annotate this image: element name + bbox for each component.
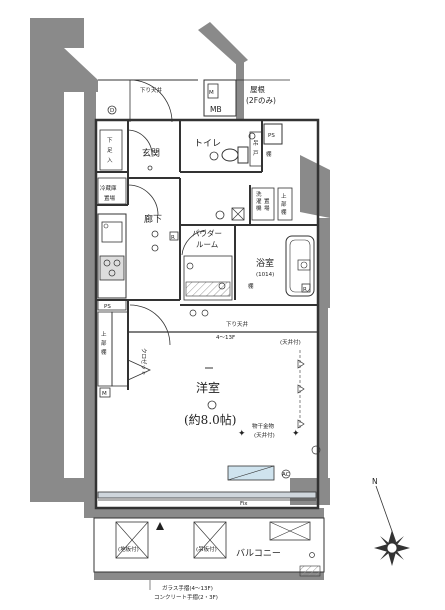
closet (111, 311, 129, 387)
upper-cab-label-3: 棚 (101, 348, 107, 356)
kitchen-counter (97, 213, 127, 299)
upper-cab-label-2: 部 (101, 339, 107, 347)
d-mark-top: D (110, 108, 114, 114)
powder-room: パウダー ルーム 洗 濯 機 置 場 上 部 棚 (181, 187, 293, 301)
bathtub (285, 235, 315, 297)
shoe-box (99, 129, 123, 171)
fridge-label-1: 冷蔵庫 (100, 184, 117, 192)
hanging-cabinet-label-2: 戸 (253, 150, 259, 157)
bathroom: 浴室 (1014) 棚 R (248, 235, 315, 297)
ceiling-down-mid-label: 下り天井 (226, 320, 249, 328)
ps-top-box (263, 123, 283, 145)
room-size-label: (約8.0帖) (184, 412, 236, 427)
upper-shelf-label-1: 上 (281, 192, 287, 200)
toilet-shelf-label: 棚 (266, 150, 272, 158)
sink (101, 221, 123, 243)
drain-marker (156, 522, 164, 530)
window: Fix (97, 491, 317, 507)
outdoor-unit-left-label: (地板付) (118, 545, 139, 553)
shoe-box-label-1: 下 (107, 137, 113, 144)
railing-note-1: ガラス手摺(4〜13F) (162, 584, 213, 592)
bath-label: 浴室 (256, 257, 274, 269)
cooktop (99, 255, 125, 281)
floor-range-label: 4〜13F (216, 335, 235, 341)
r-mark-hall: R (171, 235, 175, 241)
balcony-area (93, 517, 325, 573)
roof-label: 屋根 (250, 84, 265, 94)
outdoor-unit-left (115, 521, 149, 559)
ac-mark: AC (282, 472, 290, 478)
r-mark-bath: R (303, 287, 307, 293)
svg-text:✦: ✦ (292, 429, 300, 439)
balcony-label: バルコニー (236, 548, 281, 559)
upper-cab-label-1: 上 (101, 330, 107, 338)
closet-area: 上 部 棚 クロゼット M (97, 304, 171, 398)
ps-left-label: PS (104, 304, 111, 310)
structure-walls (30, 18, 330, 580)
western-room-label: 洋室 (196, 380, 220, 395)
powder-room-label-1: パウダー (192, 228, 222, 238)
bath-size-label: (1014) (256, 272, 274, 278)
compass: N (372, 477, 410, 566)
washer-space (251, 187, 275, 221)
entrance: 下 足 入 玄関 (99, 129, 160, 171)
ceiling-down-top-label: 下り天井 (140, 86, 163, 94)
m-mark: M (102, 391, 107, 397)
hanging-cabinet (249, 131, 263, 167)
kitchen-hall: 冷蔵庫 置場 廊下 R (97, 177, 179, 299)
washer-label-3: 機 (256, 204, 262, 212)
entrance-label: 玄関 (142, 147, 160, 159)
outdoor-unit-right-label: (吊板付) (196, 545, 217, 553)
toilet-bowl (221, 148, 239, 162)
ceiling-attached-label: (天井付) (280, 338, 301, 346)
fridge-label-2: 置場 (104, 194, 116, 202)
duct-circle (107, 105, 117, 115)
powder-room-label-2: ルーム (196, 240, 218, 249)
roof-note: (2Fのみ) (246, 96, 276, 105)
bath-shelf-label: 棚 (248, 282, 254, 290)
fridge-space (97, 177, 127, 205)
drying-label-1: 物干金物 (252, 422, 275, 430)
upper-shelf-label-3: 棚 (281, 208, 287, 216)
closet-label: クロゼット (140, 348, 148, 376)
interior-walls (94, 118, 320, 510)
balcony: (地板付) (吊板付) バルコニー ガラス手摺(4〜13F) コンクリート手摺(… (93, 517, 325, 601)
hanging-cabinet-label-1: 吊 (253, 140, 259, 147)
drying-label-2: (天井付) (254, 431, 275, 439)
svg-text:M: M (209, 90, 214, 96)
washer-label-5: 場 (264, 204, 270, 212)
shoe-box-label-2: 足 (107, 147, 113, 154)
toilet: トイレ 吊 戸 棚 PS (194, 123, 283, 167)
upper-shelf (277, 187, 293, 221)
compass-north-label: N (372, 477, 378, 486)
outdoor-unit-right (193, 521, 227, 559)
washer-label-1: 洗 (256, 190, 262, 198)
fix-label: Fix (240, 501, 248, 507)
top-area: 下り天井 D M MB 屋根 (2Fのみ) (98, 79, 290, 123)
washer-label-4: 置 (264, 198, 270, 205)
svg-text:✦: ✦ (238, 429, 246, 439)
mb-box (203, 79, 237, 117)
vanity (183, 255, 233, 301)
ps-left: PS (97, 299, 209, 317)
washer-label-2: 濯 (256, 197, 262, 205)
upper-cabinet (97, 311, 113, 387)
shoe-box-label-3: 入 (107, 158, 113, 164)
mb-label: MB (210, 105, 222, 114)
ps-top-label: PS (268, 133, 275, 139)
toilet-label: トイレ (194, 139, 221, 149)
upper-shelf-label-2: 部 (281, 200, 287, 208)
railing-note-2: コンクリート手摺(2・3F) (154, 593, 218, 601)
entrance-door-swing (127, 129, 153, 156)
hallway-label: 廊下 (144, 213, 162, 225)
western-room: 下り天井 4〜13F (天井付) 洋室 (約8.0帖) 物干金物 (天井付) ✦… (184, 320, 321, 481)
